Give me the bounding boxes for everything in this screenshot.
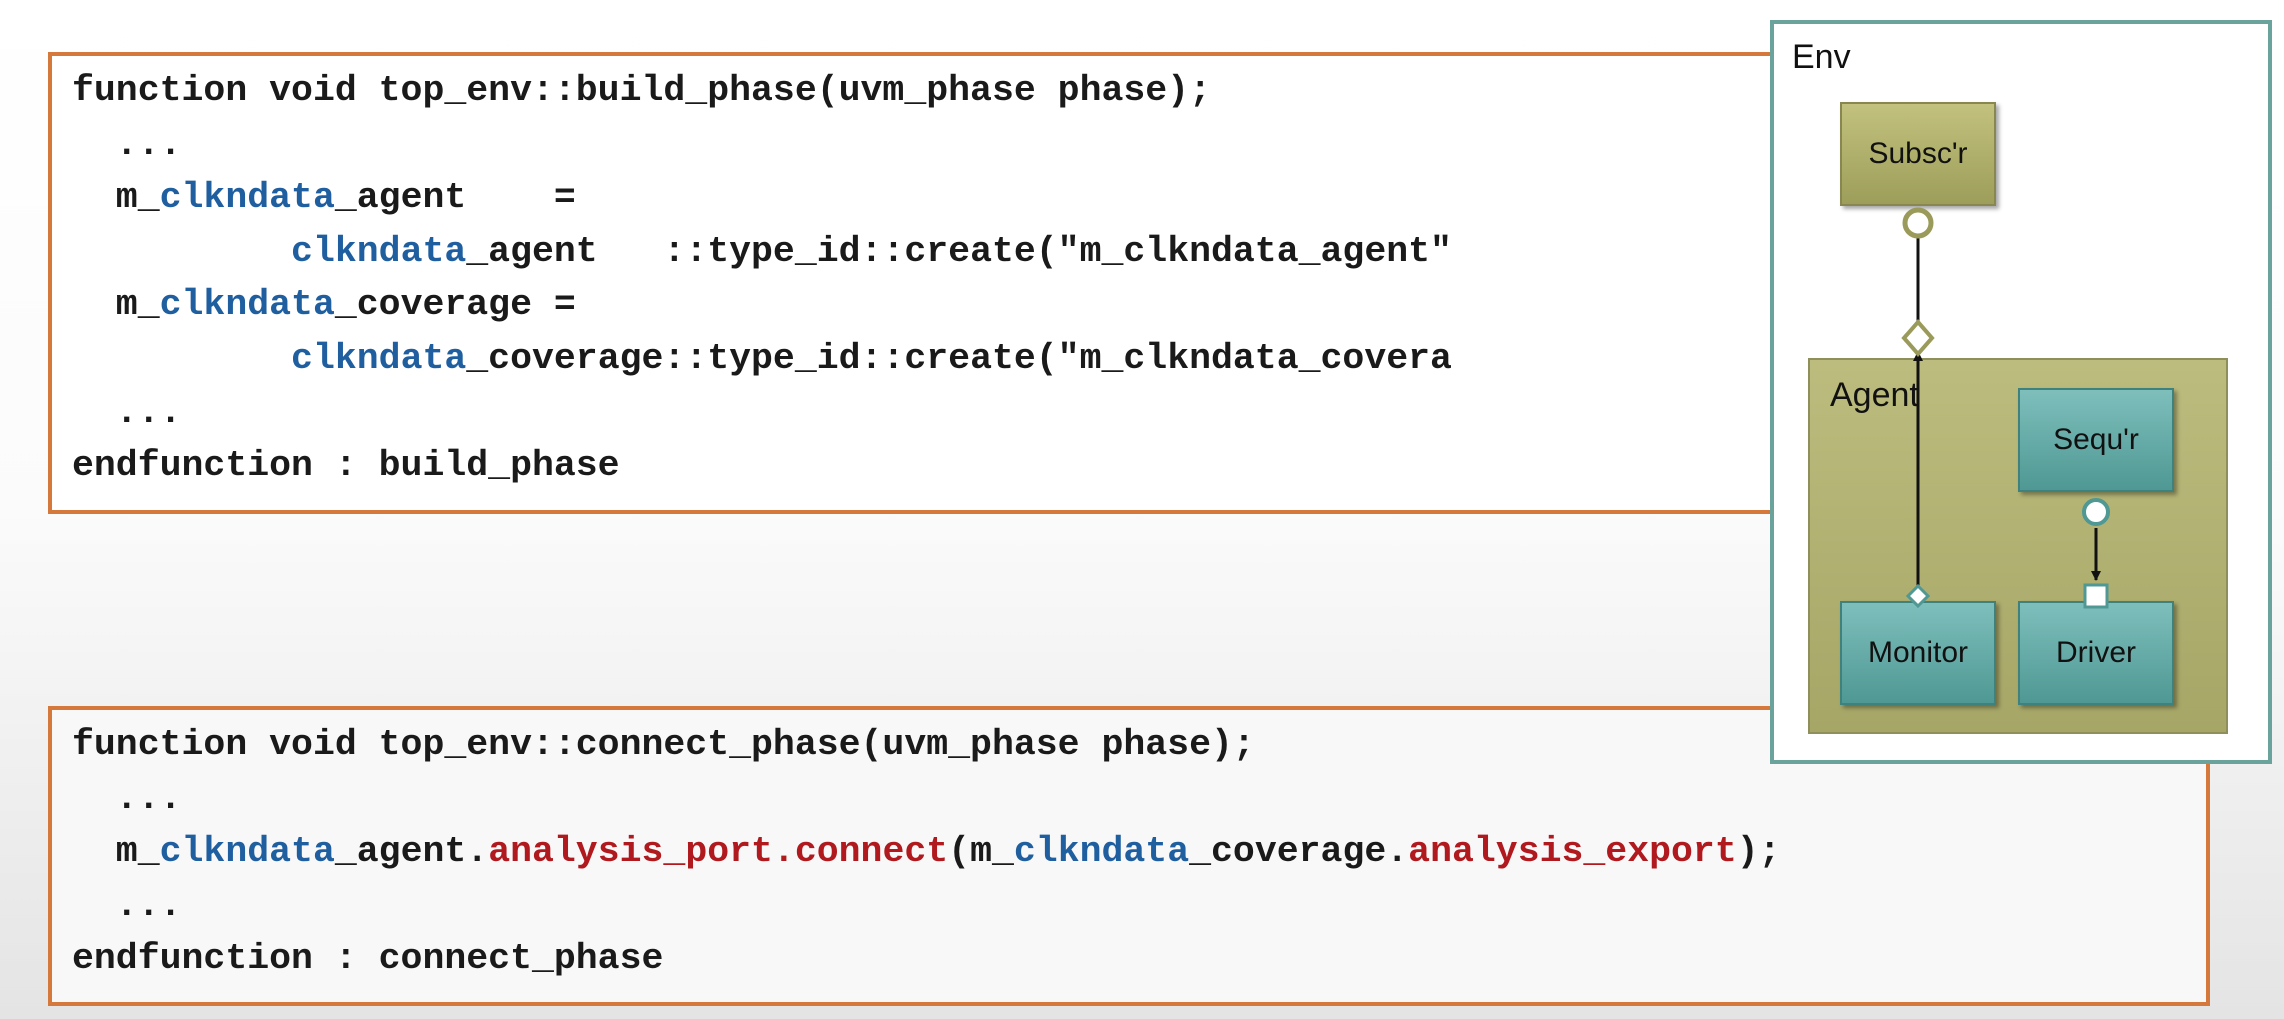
code-line: endfunction : build_phase: [72, 445, 620, 487]
code-token: );: [1736, 831, 1781, 873]
monitor-block: Monitor: [1840, 601, 1996, 705]
code-token: m_: [72, 284, 160, 326]
code-token-highlight: clkndata: [291, 337, 467, 379]
code-line: clkndata_coverage::type_id::create("m_cl…: [72, 332, 1784, 386]
code-line: ...: [72, 391, 182, 433]
code-line: function void top_env::connect_phase(uvm…: [72, 724, 1255, 765]
build-phase-code-block: function void top_env::build_phase(uvm_p…: [48, 52, 1788, 514]
agent-label: Agent: [1830, 376, 1919, 414]
code-token: [72, 338, 291, 379]
code-token: _agent =: [334, 177, 576, 219]
driver-port-icon: [2083, 583, 2109, 609]
code-token-highlight: clkndata: [159, 284, 335, 326]
code-token: _agent ::type_id::create("m_clkndata_age…: [466, 230, 1452, 272]
code-token: _agent.: [334, 831, 489, 873]
env-diagram: Env Subsc'r Agent Sequ'r Monitor Driver: [1770, 20, 2272, 764]
code-line: ...: [72, 123, 182, 165]
code-line: endfunction : connect_phase: [72, 938, 664, 980]
subscriber-export-icon: [1902, 207, 1934, 239]
driver-block: Driver: [2018, 601, 2174, 705]
code-line: m_clkndata_agent.analysis_port.connect(m…: [72, 825, 2206, 879]
code-token: _coverage =: [334, 284, 576, 326]
connection-overlay: [1901, 207, 2110, 609]
code-token: m_: [72, 831, 160, 873]
code-token-highlight: clkndata: [159, 177, 335, 219]
code-line: m_clkndata_coverage =: [72, 278, 1784, 332]
code-token: _coverage::type_id::create("m_clkndata_c…: [466, 337, 1452, 379]
code-line: clkndata_agent ::type_id::create("m_clkn…: [72, 225, 1784, 279]
sequencer-export-icon: [2082, 498, 2110, 526]
subscriber-block: Subsc'r: [1840, 102, 1996, 206]
code-token-highlight: clkndata: [1013, 831, 1190, 873]
code-token-method: analysis_export: [1408, 831, 1737, 873]
code-token: (m_: [948, 831, 1014, 873]
code-token: m_: [72, 177, 160, 219]
code-token-highlight: clkndata: [159, 831, 335, 873]
monitor-analysis-port-icon: [1905, 583, 1931, 609]
code-token: _coverage.: [1189, 831, 1409, 873]
code-token-method: analysis_port.connect: [488, 831, 949, 873]
code-line: ...: [72, 884, 182, 926]
code-line: m_clkndata_agent =: [72, 171, 1784, 225]
code-token-highlight: clkndata: [291, 230, 467, 272]
env-label: Env: [1792, 38, 1851, 76]
agent-analysis-port-icon: [1901, 318, 1935, 358]
sequencer-block: Sequ'r: [2018, 388, 2174, 492]
code-line: ...: [72, 777, 182, 819]
code-token: [72, 231, 291, 272]
code-line: function void top_env::build_phase(uvm_p…: [72, 70, 1211, 111]
